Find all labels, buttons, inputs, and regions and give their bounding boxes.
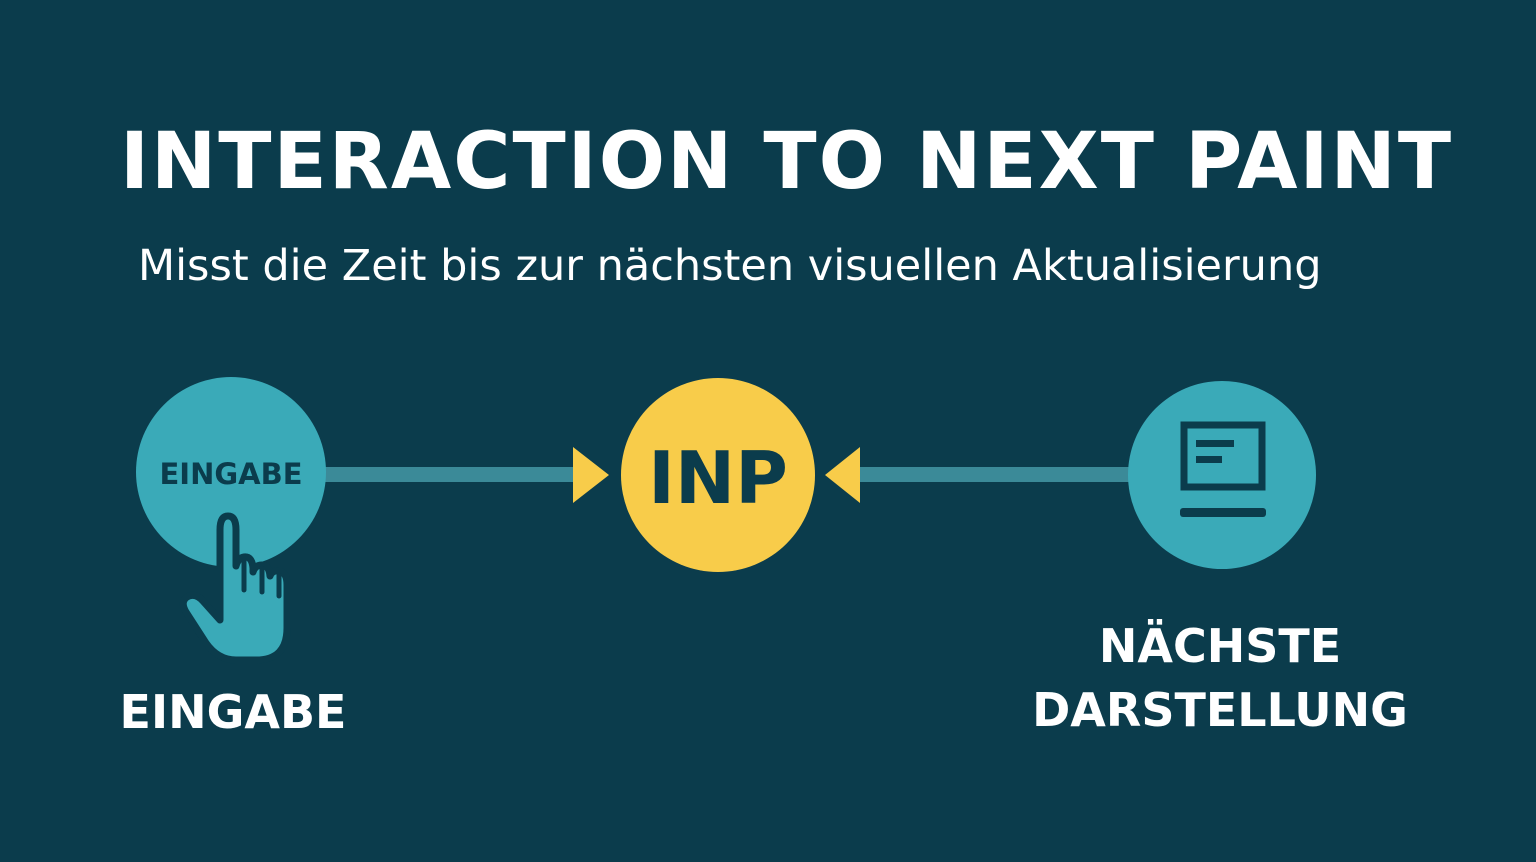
input-circle-label: EINGABE bbox=[159, 457, 302, 491]
input-caption: EINGABE bbox=[119, 685, 347, 739]
subtitle: Misst die Zeit bis zur nächsten visuelle… bbox=[138, 241, 1322, 291]
arrow-right-icon bbox=[573, 447, 609, 503]
inp-circle bbox=[621, 378, 815, 572]
paint-circle bbox=[1128, 381, 1316, 569]
next-paint-caption-line2: DARSTELLUNG bbox=[1032, 683, 1408, 737]
connector-right bbox=[858, 467, 1132, 482]
inp-label: INP bbox=[648, 436, 788, 520]
monitor-icon bbox=[1180, 421, 1266, 517]
next-paint-caption-line1: NÄCHSTE bbox=[1098, 619, 1342, 673]
connector-left bbox=[320, 467, 582, 482]
next-paint-caption: NÄCHSTE DARSTELLUNG bbox=[1030, 614, 1410, 742]
page-title: INTERACTION TO NEXT PAINT bbox=[120, 117, 1454, 207]
pointing-hand-icon bbox=[179, 512, 291, 664]
input-circle bbox=[136, 377, 326, 567]
arrow-left-icon bbox=[825, 447, 860, 503]
